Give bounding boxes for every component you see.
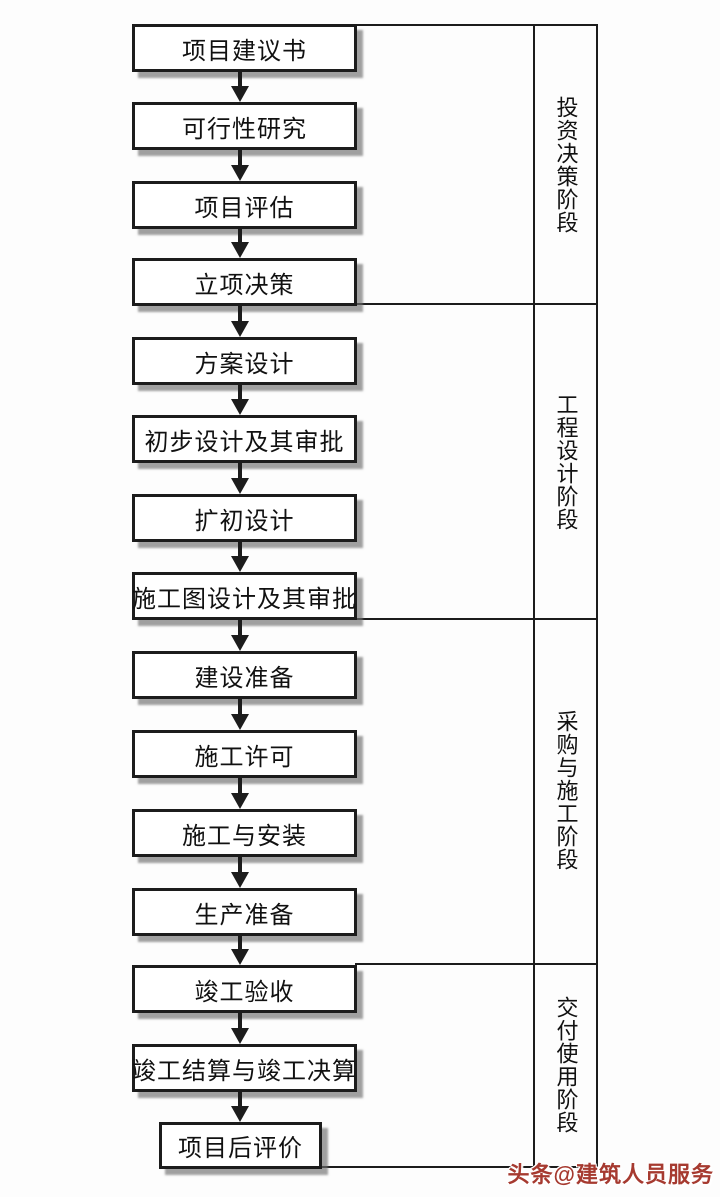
phase-column-right-line (596, 24, 598, 1168)
flow-box-preliminary-design: 初步设计及其审批 (132, 415, 357, 463)
arrow-shaft-11 (238, 857, 242, 873)
arrow-head-icon (231, 478, 249, 494)
arrow-shaft-2 (238, 150, 242, 166)
arrow-head-icon (231, 86, 249, 102)
flow-box-approval-decision: 立项决策 (132, 258, 357, 306)
grid-bottom-line (322, 1166, 598, 1168)
arrow-shaft-4 (238, 306, 242, 322)
toutiao-watermark: 头条@建筑人员服务 (507, 1162, 714, 1187)
flow-box-construction-drawings: 施工图设计及其审批 (132, 572, 357, 620)
flow-box-completion-acceptance: 竣工验收 (132, 965, 357, 1013)
arrow-head-icon (231, 1106, 249, 1122)
arrow-shaft-9 (238, 699, 242, 715)
arrow-head-icon (231, 1028, 249, 1044)
flow-box-project-evaluation: 项目评估 (132, 181, 357, 229)
arrow-head-icon (231, 714, 249, 730)
arrow-head-icon (231, 872, 249, 888)
flow-box-completion-settlement: 竣工结算与竣工决算 (132, 1044, 357, 1092)
arrow-shaft-1 (238, 72, 242, 87)
phase-label-procurement-construction: 采购与施工阶段 (553, 710, 579, 871)
arrow-head-icon (231, 793, 249, 809)
flow-box-project-proposal: 项目建议书 (132, 24, 357, 72)
arrow-head-icon (231, 949, 249, 965)
arrow-shaft-14 (238, 1092, 242, 1107)
arrow-head-icon (231, 635, 249, 651)
arrow-head-icon (231, 321, 249, 337)
arrow-shaft-7 (238, 542, 242, 557)
arrow-shaft-3 (238, 229, 242, 243)
arrow-head-icon (231, 165, 249, 181)
phase-divider-3 (355, 963, 598, 965)
phase-divider-2 (355, 618, 598, 620)
flow-box-expanded-design: 扩初设计 (132, 494, 357, 542)
phase-label-investment-decision: 投资决策阶段 (553, 95, 579, 234)
flow-box-post-evaluation: 项目后评价 (159, 1122, 322, 1169)
flow-box-construction-prep: 建设准备 (132, 651, 357, 699)
arrow-head-icon (231, 556, 249, 572)
flow-box-construction-permit: 施工许可 (132, 730, 357, 778)
arrow-shaft-12 (238, 936, 242, 950)
arrow-shaft-8 (238, 620, 242, 636)
arrow-head-icon (231, 399, 249, 415)
grid-top-line (355, 24, 598, 26)
arrow-shaft-10 (238, 778, 242, 794)
arrow-head-icon (231, 242, 249, 258)
arrow-shaft-13 (238, 1013, 242, 1029)
phase-label-engineering-design: 工程设计阶段 (553, 392, 579, 531)
phase-divider-1 (355, 303, 598, 305)
arrow-shaft-6 (238, 463, 242, 479)
phase-column-left-line (533, 24, 535, 1168)
phase-label-delivery-use: 交付使用阶段 (553, 995, 579, 1134)
flow-box-production-prep: 生产准备 (132, 888, 357, 936)
arrow-shaft-5 (238, 385, 242, 400)
flow-box-construction-installation: 施工与安装 (132, 809, 357, 857)
flow-box-feasibility-study: 可行性研究 (132, 102, 357, 150)
flow-box-scheme-design: 方案设计 (132, 337, 357, 385)
